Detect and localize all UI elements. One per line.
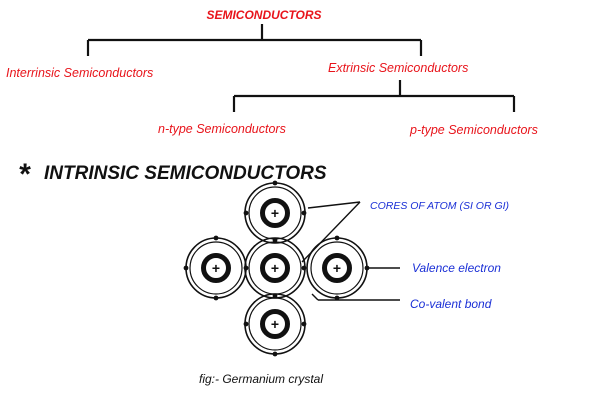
tree-root-label: SEMICONDUCTORS: [206, 8, 321, 22]
tree-ntype-label: n-type Semiconductors: [158, 122, 286, 136]
tree-lines: [86, 24, 516, 112]
atom-nucleus-plus-icon: +: [271, 260, 279, 276]
valence-electron-dot: [334, 295, 340, 301]
valence-electron-dot: [243, 210, 249, 216]
valence-electron-dot: [272, 180, 278, 186]
tree-intrinsic-label: Interrinsic Semiconductors: [6, 66, 153, 80]
label-valence-electron: Valence electron: [412, 261, 501, 275]
pointer-core-center: [301, 201, 361, 263]
atom-core-ring: [201, 253, 231, 283]
valence-electron-dot: [272, 351, 278, 357]
valence-electron-dot: [301, 265, 307, 271]
valence-electron-dot: [272, 237, 278, 243]
valence-electron-dot: [301, 321, 307, 327]
atom-nucleus-plus-icon: +: [212, 260, 220, 276]
atom-left: +: [185, 237, 247, 299]
label-cores-of-atom: CORES OF ATOM (SI OR GI): [370, 200, 509, 212]
atom-nucleus-plus-icon: +: [333, 260, 341, 276]
atom-bottom: +: [244, 293, 306, 355]
pointer-bond-stub: [311, 293, 319, 301]
valence-electron-dot: [243, 265, 249, 271]
valence-electron-dot: [243, 321, 249, 327]
section-bullet: *: [18, 158, 31, 191]
atom-inner-shell: [189, 241, 243, 295]
figure-caption: fig:- Germanium crystal: [199, 372, 323, 386]
atom-core-ring: [322, 253, 352, 283]
atom-core-ring: [260, 309, 290, 339]
atom-nucleus-plus-icon: +: [271, 205, 279, 221]
section-title: INTRINSIC SEMICONDUCTORS: [44, 163, 327, 184]
valence-electron-dot: [301, 210, 307, 216]
atom-top: +: [244, 182, 306, 244]
atom-core-ring: [260, 253, 290, 283]
atom-inner-shell: [310, 241, 364, 295]
label-covalent-bond: Co-valent bond: [410, 297, 492, 311]
valence-electron-dot: [334, 235, 340, 241]
valence-electron-dot: [213, 295, 219, 301]
atom-center: +: [244, 237, 306, 299]
atom-core-ring: [260, 198, 290, 228]
pointer-lines: [301, 201, 400, 301]
valence-electron-dot: [183, 265, 189, 271]
valence-electron-dot: [213, 235, 219, 241]
atom-lattice: + + + + +: [183, 180, 370, 357]
tree-ptype-label: p-type Semiconductors: [409, 123, 538, 137]
tree-extrinsic-label: Extrinsic Semiconductors: [328, 61, 468, 75]
valence-electron-dot: [364, 265, 370, 271]
valence-electron-dot: [272, 293, 278, 299]
atom-nucleus-plus-icon: +: [271, 316, 279, 332]
pointer-core-top: [307, 201, 361, 209]
